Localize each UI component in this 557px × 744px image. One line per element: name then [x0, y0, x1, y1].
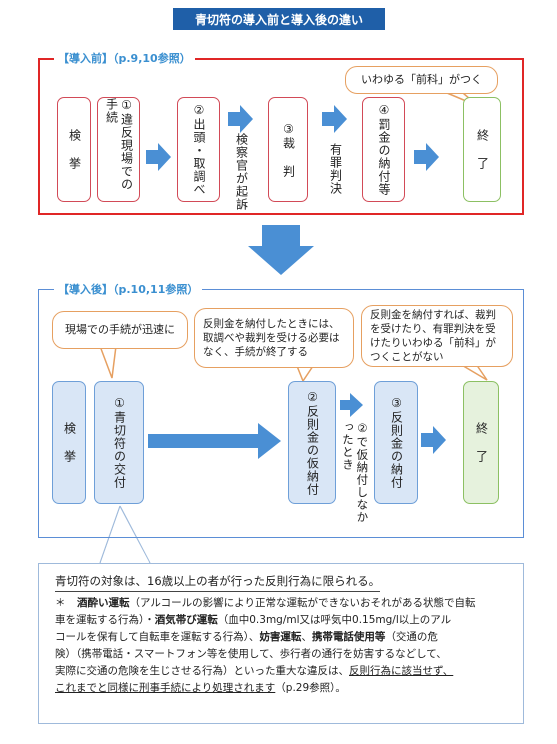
page-title: 青切符の導入前と導入後の違い: [173, 8, 385, 30]
before-step4-label: ④罰金の納付等: [377, 103, 391, 196]
before-step1-box: ①違反現場での手続: [97, 97, 140, 202]
note-connector-fill: [101, 508, 149, 562]
after-kenkyo-label: 検 挙: [62, 422, 77, 463]
before-step3-label: ③裁 判: [281, 121, 296, 178]
after-payment-bubble: 反則金を納付したときには、取調べや裁判を受ける必要はなく、手続が終了する: [194, 308, 354, 368]
before-end-label: 終 了: [475, 129, 490, 170]
note-heading: 青切符の対象は、16歳以上の者が行った反則行為に限られる。: [55, 572, 381, 592]
after-section-label: 【導入後】（p.10,11参照）: [54, 281, 203, 297]
after-step2-label: ②反則金の仮納付: [305, 389, 320, 496]
after-speed-bubble: 現場での手続が迅速に: [52, 311, 188, 349]
note-line: 実際に交通の危険を生じさせる行為）といった重大な違反は、反則行為に該当せず、: [55, 664, 454, 677]
before-kenkyo-label: 検 挙: [67, 129, 82, 170]
before-kiso-text: 検察官が起訴: [234, 133, 249, 211]
after-step3-box: ③反則金の納付: [374, 381, 418, 504]
before-step3-box: ③裁 判: [268, 97, 308, 202]
arrow-icon: [322, 105, 347, 133]
after-section-frame: [38, 289, 524, 538]
before-yuzai-text: 有罪判決: [328, 143, 343, 195]
after-end-box: 終 了: [463, 381, 499, 504]
after-end-label: 終 了: [474, 422, 489, 463]
note-box: 青切符の対象は、16歳以上の者が行った反則行為に限られる。 ＊酒酔い運転（アルコ…: [38, 563, 524, 724]
long-arrow-icon: [148, 423, 281, 459]
note-line: コールを保有して自転車を運転する行為）、妨害運転、携帯電話使用等（交通の危: [55, 630, 438, 643]
before-step1-label: ①違反現場での手続: [104, 98, 134, 191]
note-connector: [99, 505, 121, 564]
arrow-icon: [340, 393, 363, 417]
note-line: ＊酒酔い運転（アルコールの影響により正常な運転ができないおそれがある状態で自転: [55, 596, 476, 609]
before-step2-box: ②出頭・取調べ: [177, 97, 220, 202]
arrow-icon: [228, 105, 253, 133]
note-line: これまでと同様に刑事手続により処理されます（p.29参照）。: [55, 681, 346, 694]
before-step2-label: ②出頭・取調べ: [192, 103, 206, 196]
note-connector: [119, 505, 151, 564]
before-section-label: 【導入前】（p.9,10参照）: [54, 50, 195, 66]
note-line: 険）（携帯電話・スマートフォン等を使用して、歩行者の通行を妨害するなどして、: [55, 647, 447, 660]
after-step1-box: ①青切符の交付: [94, 381, 144, 504]
after-no-record-bubble: 反則金を納付すれば、裁判を受けたり、有罪判決を受けたりいわゆる「前科」がつくこと…: [361, 305, 513, 367]
after-step2-box: ②反則金の仮納付: [288, 381, 336, 504]
before-step4-box: ④罰金の納付等: [362, 97, 405, 202]
before-section-frame: [38, 58, 524, 215]
after-not-paid-text: ②で仮納付しなかったとき: [341, 421, 370, 524]
arrow-icon: [421, 426, 446, 454]
arrow-icon: [414, 143, 439, 171]
before-end-box: 終 了: [463, 97, 501, 202]
before-kenkyo-box: 検 挙: [57, 97, 91, 202]
after-step1-label: ①青切符の交付: [112, 396, 127, 489]
arrow-icon: [146, 143, 171, 171]
after-kenkyo-box: 検 挙: [52, 381, 86, 504]
before-record-callout: いわゆる「前科」がつく: [345, 66, 498, 94]
after-step3-label: ③反則金の納付: [389, 396, 404, 489]
down-arrow-icon: [248, 225, 314, 275]
note-line: 車を運転する行為）・酒気帯び運転（血中0.3mg/ml又は呼気中0.15mg/l…: [55, 613, 452, 626]
